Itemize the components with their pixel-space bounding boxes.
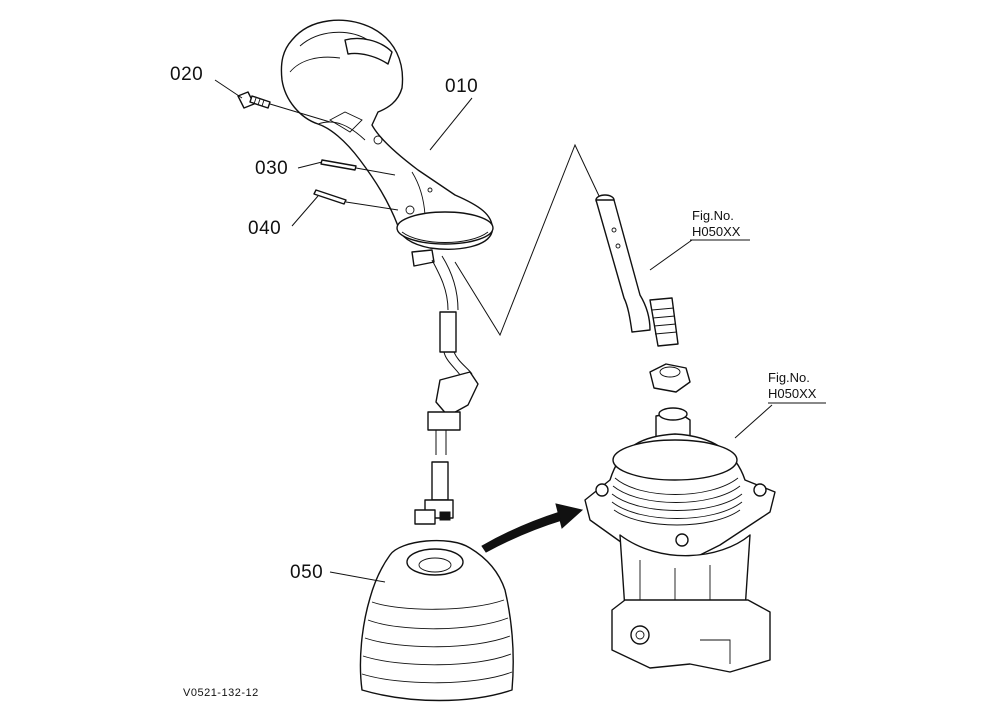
drawing-code: V0521-132-12 <box>183 687 259 699</box>
callout-040: 040 <box>248 218 281 239</box>
break-line <box>454 143 609 337</box>
bolt-part <box>237 91 271 109</box>
leader-lines <box>214 79 826 583</box>
nut-part <box>649 363 691 393</box>
callout-020: 020 <box>170 64 203 85</box>
callout-030: 030 <box>255 158 288 179</box>
pilot-valve-assembly <box>584 407 776 673</box>
lever-shaft <box>595 194 679 347</box>
valve-fig-label: Fig.No. <box>768 370 810 385</box>
shaft-fig-label: Fig.No. <box>692 208 734 223</box>
rubber-boot-part <box>359 539 514 702</box>
grip-handle-part <box>280 19 494 250</box>
callout-010: 010 <box>445 76 478 97</box>
shaft-fig-code: H050XX <box>692 224 741 239</box>
pin-040-part <box>313 189 347 205</box>
valve-fig-code: H050XX <box>768 386 817 401</box>
assembly-arrow <box>481 503 584 553</box>
wire-harness <box>411 249 479 525</box>
callout-050: 050 <box>290 562 323 583</box>
pin-030-part <box>320 159 357 171</box>
